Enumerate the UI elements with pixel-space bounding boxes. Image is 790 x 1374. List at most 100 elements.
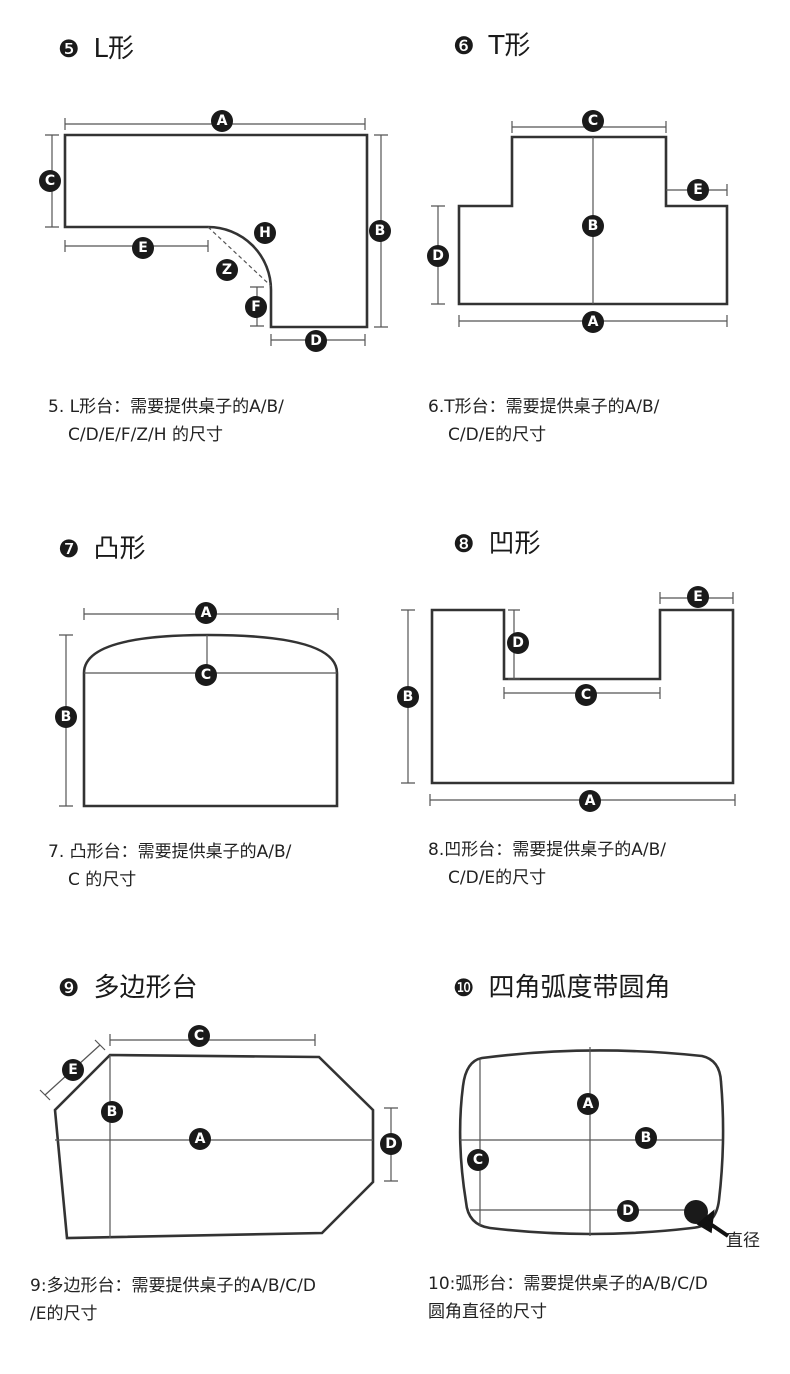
z-dashed-line <box>207 226 272 287</box>
caption-line: C/D/E的尺寸 <box>448 425 547 445</box>
label-d: D <box>427 245 449 267</box>
dim-c <box>109 1034 316 1046</box>
svg-text:A: A <box>585 793 596 809</box>
label-c: C <box>467 1149 489 1171</box>
label-d: D <box>305 330 327 352</box>
label-e: E <box>132 237 154 259</box>
l-shape-diagram: A C B E D F H Z <box>39 110 391 352</box>
svg-text:B: B <box>375 223 386 239</box>
svg-text:A: A <box>195 1131 206 1147</box>
svg-text:B: B <box>641 1130 652 1146</box>
corner-diameter-marker <box>684 1200 708 1224</box>
svg-text:D: D <box>512 635 524 651</box>
caption-polygon-shape: 9:多边形台：需要提供桌子的A/B/C/D/E的尺寸 <box>30 1272 316 1328</box>
label-a: A <box>195 602 217 624</box>
convex-shape-diagram: A C B <box>55 602 339 808</box>
heading-text: 凹形 <box>488 529 541 559</box>
svg-text:C: C <box>473 1152 483 1168</box>
number-badge: ❺ <box>58 35 80 63</box>
label-e: E <box>687 586 709 608</box>
svg-text:H: H <box>259 225 271 241</box>
t-shape-outline <box>457 135 729 306</box>
svg-text:A: A <box>201 605 212 621</box>
svg-text:E: E <box>68 1062 78 1078</box>
label-b: B <box>369 220 391 242</box>
svg-text:D: D <box>432 248 444 264</box>
label-a: A <box>577 1093 599 1115</box>
heading-text: 四角弧度带圆角 <box>488 973 671 1003</box>
convex-shape-outline <box>82 633 339 808</box>
number-badge: ❿ <box>453 974 475 1002</box>
caption-concave-shape: 8.凹形台：需要提供桌子的A/B/C/D/E的尺寸 <box>428 836 666 892</box>
l-shape-outline <box>63 133 369 329</box>
svg-text:C: C <box>581 687 591 703</box>
heading-text: T形 <box>488 31 531 61</box>
label-d: D <box>507 632 529 654</box>
rounded-shape-outline <box>458 1049 725 1236</box>
label-e: E <box>62 1059 84 1081</box>
svg-text:C: C <box>45 173 55 189</box>
svg-text:F: F <box>251 299 261 315</box>
label-c: C <box>575 684 597 706</box>
label-a: A <box>189 1128 211 1150</box>
caption-line: C 的尺寸 <box>68 870 137 890</box>
label-a: A <box>582 311 604 333</box>
heading-convex-shape: ❼ 凸形 <box>58 528 146 565</box>
caption-l-shape: 5. L形台：需要提供桌子的A/B/C/D/E/F/Z/H 的尺寸 <box>48 393 284 449</box>
label-z: Z <box>216 259 238 281</box>
svg-text:A: A <box>588 314 599 330</box>
svg-text:C: C <box>588 113 598 129</box>
label-h: H <box>254 222 276 244</box>
label-b: B <box>635 1127 657 1149</box>
heading-text: 凸形 <box>93 534 146 564</box>
svg-text:E: E <box>693 182 703 198</box>
concave-shape-outline <box>430 608 735 785</box>
number-badge: ❻ <box>453 32 475 60</box>
svg-text:E: E <box>138 240 148 256</box>
caption-convex-shape: 7. 凸形台：需要提供桌子的A/B/C 的尺寸 <box>48 838 291 894</box>
label-d: D <box>617 1200 639 1222</box>
caption-line: 7. 凸形台：需要提供桌子的A/B/ <box>48 842 292 862</box>
heading-concave-shape: ❽ 凹形 <box>453 523 541 560</box>
svg-text:B: B <box>588 218 599 234</box>
label-c: C <box>582 110 604 132</box>
heading-l-shape: ❺ L形 <box>58 28 134 65</box>
label-c: C <box>188 1025 210 1047</box>
label-e: E <box>687 179 709 201</box>
diameter-label: 直径 <box>726 1231 760 1251</box>
svg-text:A: A <box>583 1096 594 1112</box>
number-badge: ❾ <box>58 974 80 1002</box>
svg-text:C: C <box>194 1028 204 1044</box>
caption-line: C/D/E/F/Z/H 的尺寸 <box>68 425 223 445</box>
svg-text:D: D <box>310 333 322 349</box>
svg-text:B: B <box>61 709 72 725</box>
svg-text:E: E <box>693 589 703 605</box>
caption-line: 8.凹形台：需要提供桌子的A/B/ <box>428 840 666 860</box>
label-a: A <box>211 110 233 132</box>
heading-text: 多边形台 <box>93 973 198 1003</box>
label-d: D <box>380 1133 402 1155</box>
caption-line: 圆角直径的尺寸 <box>428 1302 547 1322</box>
svg-text:D: D <box>385 1136 397 1152</box>
number-badge: ❼ <box>58 535 80 563</box>
label-a: A <box>579 790 601 812</box>
heading-rounded-shape: ❿ 四角弧度带圆角 <box>453 967 671 1004</box>
caption-line: 6.T形台：需要提供桌子的A/B/ <box>428 397 660 417</box>
svg-text:C: C <box>201 667 211 683</box>
svg-text:A: A <box>217 113 228 129</box>
concave-shape-diagram: E D C B A <box>397 586 736 812</box>
label-c: C <box>195 664 217 686</box>
heading-text: L形 <box>93 34 135 64</box>
heading-t-shape: ❻ T形 <box>453 25 530 62</box>
t-shape-diagram: C B E D A <box>427 110 729 333</box>
polygon-shape-outline <box>53 1053 375 1240</box>
svg-text:B: B <box>107 1104 118 1120</box>
caption-line: C/D/E的尺寸 <box>448 868 547 888</box>
caption-line: 10:弧形台：需要提供桌子的A/B/C/D <box>428 1274 708 1294</box>
number-badge: ❽ <box>453 530 475 558</box>
label-b: B <box>582 215 604 237</box>
caption-line: 9:多边形台：需要提供桌子的A/B/C/D <box>30 1276 316 1296</box>
caption-t-shape: 6.T形台：需要提供桌子的A/B/C/D/E的尺寸 <box>428 393 659 449</box>
polygon-shape-diagram: C E B A D <box>39 1025 402 1240</box>
